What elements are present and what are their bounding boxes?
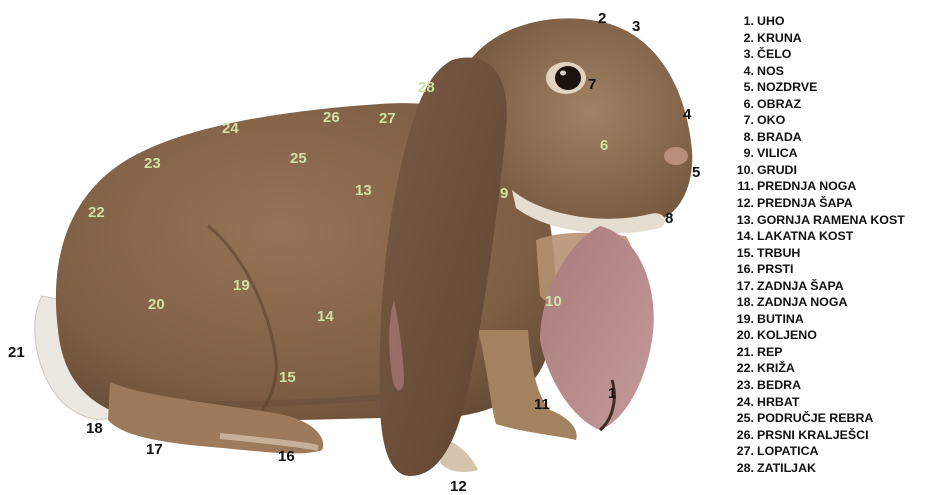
legend-item: 25.PODRUČJE REBRA — [732, 410, 905, 427]
legend-item: 21.REP — [732, 344, 905, 361]
number-label: 21 — [8, 345, 25, 361]
number-label: 6 — [600, 138, 608, 154]
number-label: 23 — [144, 156, 161, 172]
number-label: 18 — [86, 421, 103, 437]
legend-item: 20.KOLJENO — [732, 327, 905, 344]
number-label: 11 — [534, 397, 550, 413]
legend-item: 26.PRSNI KRALJEŠCI — [732, 427, 905, 444]
legend-item: 9.VILICA — [732, 145, 905, 162]
legend-item: 23.BEDRA — [732, 377, 905, 394]
number-label: 22 — [88, 205, 105, 221]
number-label: 7 — [588, 77, 596, 93]
legend-item: 22.KRIŽA — [732, 360, 905, 377]
legend-item: 5.NOZDRVE — [732, 79, 905, 96]
legend-item: 27.LOPATICA — [732, 443, 905, 460]
number-label: 12 — [450, 479, 467, 495]
eye-highlight — [560, 71, 566, 76]
number-label: 1 — [608, 386, 616, 402]
legend-item: 3.ČELO — [732, 46, 905, 63]
number-label: 15 — [279, 370, 296, 386]
legend-item: 6.OBRAZ — [732, 96, 905, 113]
number-label: 26 — [323, 110, 340, 126]
number-label: 4 — [683, 107, 691, 123]
legend-item: 2.KRUNA — [732, 30, 905, 47]
legend-item: 18.ZADNJA NOGA — [732, 294, 905, 311]
legend-item: 8.BRADA — [732, 129, 905, 146]
eye — [555, 66, 581, 90]
legend-item: 10.GRUDI — [732, 162, 905, 179]
legend-item: 28.ZATILJAK — [732, 460, 905, 477]
nose-tip — [664, 147, 688, 165]
legend-item: 13.GORNJA RAMENA KOST — [732, 212, 905, 229]
number-label: 20 — [148, 297, 165, 313]
legend-item: 19.BUTINA — [732, 311, 905, 328]
number-label: 9 — [500, 186, 508, 202]
legend-item: 1.UHO — [732, 13, 905, 30]
number-label: 28 — [418, 80, 435, 96]
legend-item: 7.OKO — [732, 112, 905, 129]
number-label: 14 — [317, 309, 334, 325]
number-label: 8 — [665, 211, 673, 227]
number-label: 3 — [632, 19, 640, 35]
legend-item: 16.PRSTI — [732, 261, 905, 278]
legend-item: 17.ZADNJA ŠAPA — [732, 278, 905, 295]
number-label: 24 — [222, 121, 239, 137]
parts-legend: 1.UHO 2.KRUNA 3.ČELO 4.NOS 5.NOZDRVE 6.O… — [732, 13, 905, 476]
number-label: 27 — [379, 111, 396, 127]
legend-item: 24.HRBAT — [732, 394, 905, 411]
legend-item: 15.TRBUH — [732, 245, 905, 262]
number-label: 25 — [290, 151, 307, 167]
legend-item: 14.LAKATNA KOST — [732, 228, 905, 245]
legend-item: 12.PREDNJA ŠAPA — [732, 195, 905, 212]
legend-item: 4.NOS — [732, 63, 905, 80]
number-label: 2 — [598, 11, 606, 27]
legend-item: 11.PREDNJA NOGA — [732, 178, 905, 195]
number-label: 16 — [278, 449, 295, 465]
number-label: 17 — [146, 442, 163, 458]
number-label: 10 — [545, 294, 562, 310]
number-label: 19 — [233, 278, 250, 294]
number-label: 13 — [355, 183, 372, 199]
number-label: 5 — [692, 165, 700, 181]
